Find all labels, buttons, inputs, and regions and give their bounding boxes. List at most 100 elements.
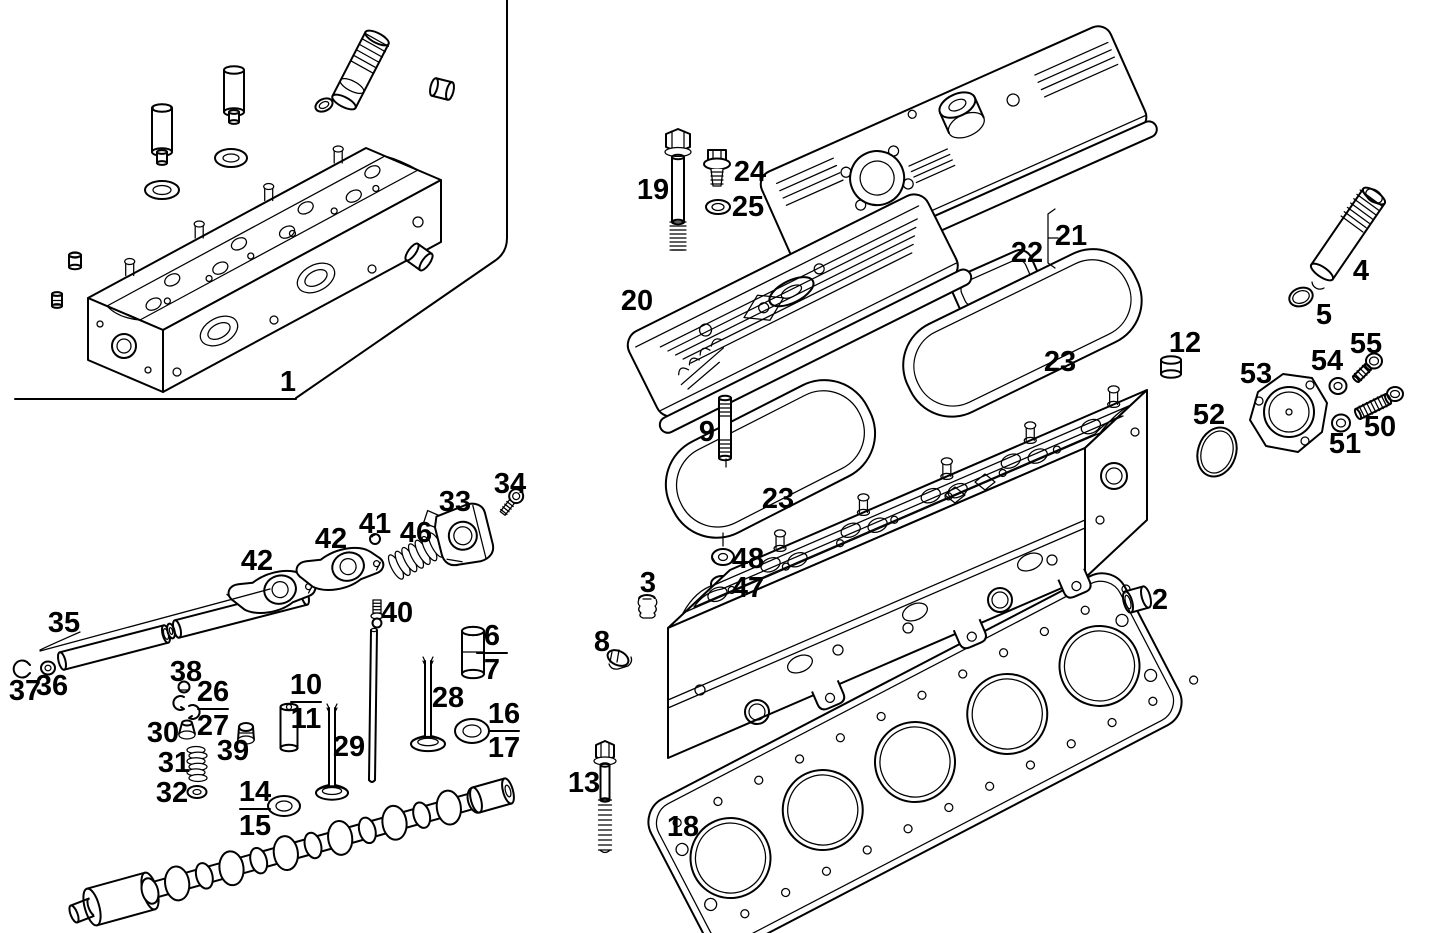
part-label-21: 21 [1055,220,1087,252]
part-label-38: 38 [170,656,202,688]
part-label-55: 55 [1350,328,1382,360]
svg-text:15: 15 [239,810,271,842]
bolt-55 [1351,352,1383,384]
rocker-arm-42-right [294,546,385,591]
tappet-6-7 [461,625,485,680]
part-label-28: 28 [432,682,464,714]
assembly-1-loose-parts [51,29,455,309]
part-label-22: 22 [1011,237,1043,269]
svg-text:6: 6 [484,620,500,652]
part-label-4: 4 [1353,255,1369,287]
camshaft [68,777,515,927]
head-bolt-19 [664,128,692,251]
ball-41 [369,533,381,545]
rocker-support-33 [422,502,495,567]
embossed-logo-marks [678,338,725,390]
part-label-51: 51 [1329,428,1361,460]
leader-35 [39,588,271,652]
part-label-3: 3 [640,567,656,599]
part-label-29: 29 [333,731,365,763]
o-ring-5 [1288,286,1314,308]
circlip-37 [12,659,31,679]
cup-plug-2 [1122,585,1152,614]
head-centre-mounting-ears [811,568,1092,711]
part-label-31: 31 [158,747,190,779]
part-label-48: 48 [732,543,764,575]
part-label-39: 39 [217,735,249,767]
part-label-2: 2 [1152,584,1168,616]
part-label-9: 9 [699,416,715,448]
part-label-46: 46 [400,517,432,549]
part-labels-layer: 1234589121318192021222323242528293031323… [9,156,1396,843]
washer-25 [705,199,731,215]
svg-text:11: 11 [291,703,322,735]
cap-38 [177,680,191,694]
svg-text:26: 26 [197,676,229,708]
cover-21-ribs [775,41,1119,206]
washer-36 [40,660,56,676]
screw-plug-8 [606,649,633,670]
part-label-30: 30 [147,717,179,749]
part-label-52: 52 [1193,399,1225,431]
valve-cover-front-20 [626,193,973,434]
valve-stem-seal-16-17 [454,718,490,744]
valve-28 [410,656,446,753]
cover-gasket-23-rear [902,248,1143,418]
svg-text:27: 27 [197,710,229,742]
part-label-47: 47 [732,572,764,604]
washer-54 [1328,377,1348,395]
cover-gasket-23-front [664,379,877,539]
assembly-1-frame [14,0,508,400]
part-label-12: 12 [1169,327,1201,359]
screw-plug-3 [637,594,658,619]
part-label-6-7: 67 [476,620,508,686]
svg-text:10: 10 [290,669,322,701]
part-label-5: 5 [1316,299,1332,331]
head-centre-top-face-details [682,385,1132,614]
head-centre-right-face-details [1095,427,1140,525]
svg-text:16: 16 [488,698,520,730]
head-1-top-face-details [106,145,419,321]
o-ring-52 [1196,426,1238,478]
part-label-18: 18 [667,811,699,843]
svg-text:17: 17 [488,732,520,764]
head-1-left-face-details [96,320,152,374]
part-label-23: 23 [1044,346,1076,378]
part-label-23: 23 [762,483,794,515]
svg-text:14: 14 [239,776,271,808]
part-label-50: 50 [1364,411,1396,443]
cover-plate-53 [1249,373,1328,453]
head-gasket-18 [647,572,1199,933]
part-label-1: 1 [280,366,296,398]
sealing-plug-24 [703,149,731,187]
push-rod-40-with-adjusting-screw [368,599,384,783]
part-label-24: 24 [734,156,766,188]
tappet-10-11 [279,702,299,753]
part-label-13: 13 [568,767,600,799]
cylinder-head-1-drawing [87,145,442,393]
valve-rotator-39 [237,722,255,745]
valve-keepers-26-27 [172,695,201,720]
cup-plug-12 [1160,355,1182,379]
leader-21-bracket [1047,208,1059,269]
screw-34 [499,488,525,516]
part-label-37: 37 [9,675,41,707]
washer-51 [1331,413,1351,433]
part-label-8: 8 [594,626,610,658]
part-label-54: 54 [1311,345,1343,377]
svg-text:7: 7 [484,654,500,686]
part-label-20: 20 [621,285,653,317]
valve-guide-4 [1309,186,1387,290]
part-label-25: 25 [732,191,764,223]
head-1-front-face-details [172,216,424,377]
part-label-33: 33 [439,486,471,518]
valve-spring-31 [186,745,208,783]
part-label-41: 41 [359,508,391,540]
cylinder-head-centre-drawing [667,385,1148,759]
